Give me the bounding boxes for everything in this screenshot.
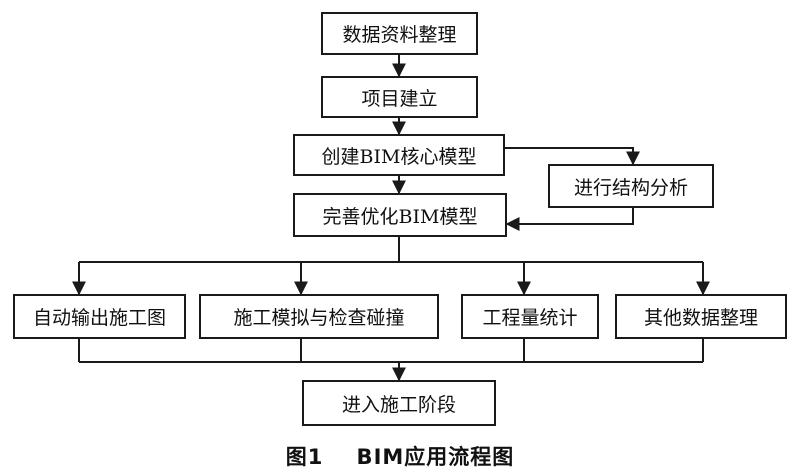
node-data-collation: 数据资料整理 <box>321 12 478 55</box>
arrow-n3-n4 <box>505 147 640 166</box>
node-quantity-statistics: 工程量统计 <box>461 294 599 339</box>
arrow-n4-n5 <box>505 208 634 231</box>
node-project-setup: 项目建立 <box>321 76 478 118</box>
figure-caption: 图1 BIM应用流程图 <box>285 445 515 469</box>
node-refine-model: 完善优化BIM模型 <box>293 193 507 237</box>
node-enter-construction: 进入施工阶段 <box>302 380 496 426</box>
node-construction-simulation: 施工模拟与检查碰撞 <box>199 294 439 339</box>
node-create-core-model: 创建BIM核心模型 <box>293 134 505 176</box>
node-auto-drawings: 自动输出施工图 <box>13 294 186 339</box>
node-other-data: 其他数据整理 <box>615 294 787 339</box>
node-structural-analysis: 进行结构分析 <box>548 164 714 208</box>
